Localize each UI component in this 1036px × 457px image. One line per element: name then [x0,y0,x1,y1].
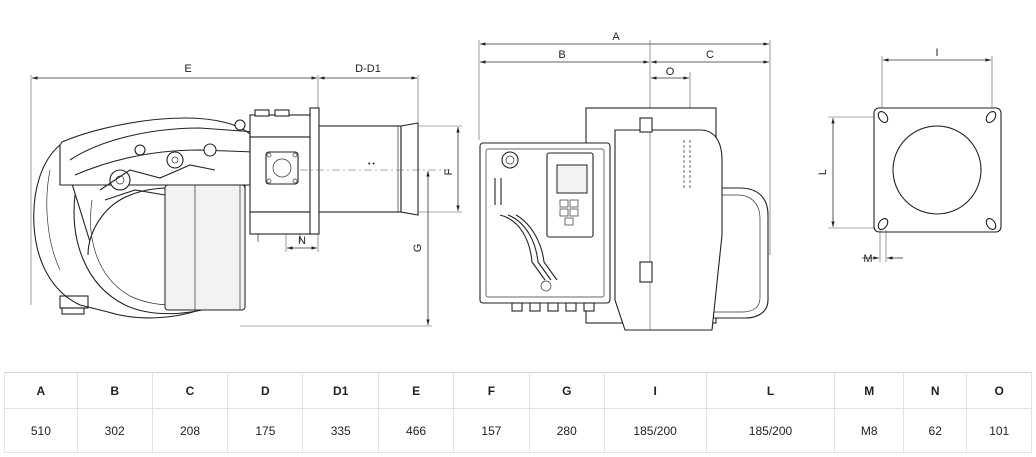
value-D: 175 [227,408,304,453]
dim-label-O: O [666,66,675,78]
dim-label-F: F [443,168,455,175]
header-I: I [603,372,707,409]
flange-view: I L M [817,47,1002,265]
header-G: G [528,372,605,409]
header-D1: D1 [302,372,380,409]
header-M: M [834,372,905,409]
value-G: 280 [528,408,605,453]
dim-label-M: M [863,253,872,265]
dim-label-C: C [706,49,714,61]
dim-label-G: G [412,244,424,253]
header-A: A [4,372,78,409]
value-C: 208 [151,408,229,453]
value-F: 157 [452,408,530,453]
value-A: 510 [4,408,78,453]
table-header-row: A B C D D1 E F G I L M N O [4,372,1032,409]
burner-dimension-drawing: E D-D1 [30,31,1002,331]
dim-label-E: E [184,63,191,75]
value-E: 466 [378,408,454,453]
dim-label-D-D1: D-D1 [355,63,381,75]
value-N: 62 [903,408,968,453]
svg-text:• •: • • [368,161,375,168]
dimensions-table: A B C D D1 E F G I L M N O 510 302 208 1… [4,372,1032,453]
table-row: 510 302 208 175 335 466 157 280 185/200 … [4,408,1032,453]
header-C: C [151,372,229,409]
header-B: B [76,372,153,409]
side-view: E D-D1 [30,63,462,327]
value-I: 185/200 [603,408,707,453]
value-O: 101 [966,408,1032,453]
header-O: O [966,372,1032,409]
dim-label-B: B [558,49,565,61]
value-D1: 335 [302,408,380,453]
value-B: 302 [76,408,153,453]
dim-label-I: I [935,47,938,59]
value-L: 185/200 [705,408,836,453]
dim-label-A: A [612,31,620,43]
dim-label-L: L [817,169,829,175]
dim-label-N: N [298,235,306,247]
header-F: F [452,372,530,409]
value-M: M8 [834,408,905,453]
header-L: L [705,372,836,409]
header-D: D [227,372,304,409]
header-E: E [378,372,454,409]
front-view: A B C O [478,31,771,331]
header-N: N [903,372,968,409]
